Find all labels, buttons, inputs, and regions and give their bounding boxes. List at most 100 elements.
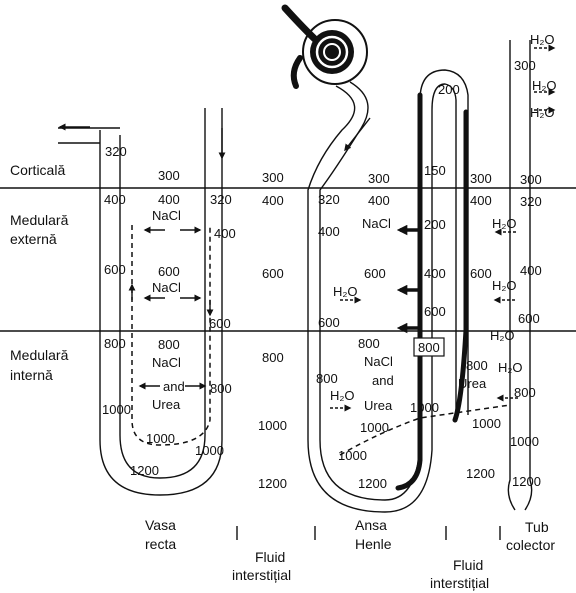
water-label: H₂O (490, 328, 515, 343)
water-label: H₂O (530, 105, 555, 120)
water-label: H₂O (333, 284, 358, 299)
value-label: 400 (262, 193, 284, 208)
solute-label: NaCl (364, 354, 393, 369)
value-label: 320 (318, 192, 340, 207)
value-label: 800 (466, 358, 488, 373)
solute-label: NaCl (152, 280, 181, 295)
value-label: 400 (158, 192, 180, 207)
value-label: 400 (520, 263, 542, 278)
inner-medulla-label-1: Medulară (10, 347, 69, 363)
bottom-labels: Vasa recta Fluid interstițial Ansa Henle… (145, 517, 555, 591)
value-label: 1000 (102, 402, 131, 417)
outer-medulla-label-2: externă (10, 231, 57, 247)
value-label: 800 (262, 350, 284, 365)
value-label: 200 (438, 82, 460, 97)
value-label: 400 (470, 193, 492, 208)
value-label: 600 (104, 262, 126, 277)
value-label: 1200 (130, 463, 159, 478)
vasa-recta-label: recta (145, 536, 176, 552)
cortex-label: Corticală (10, 162, 65, 178)
value-label: 600 (518, 311, 540, 326)
vasa-recta: 320 300 400 400 320 NaCl 400 600 600 NaC… (58, 108, 236, 495)
value-label: 320 (520, 194, 542, 209)
value-label: 300 (368, 171, 390, 186)
value-label: 300 (520, 172, 542, 187)
interstitial-fluid-label: Fluid (453, 557, 483, 573)
value-label: 600 (424, 304, 446, 319)
value-label: 1200 (466, 466, 495, 481)
loop-of-henle-label: Ansa (355, 517, 387, 533)
value-label: 600 (209, 316, 231, 331)
water-label: H₂O (532, 78, 557, 93)
vasa-recta-label: Vasa (145, 517, 176, 533)
zone-labels: Corticală Medulară externă Medulară inte… (10, 162, 69, 383)
interstitial-fluid-label: interstițial (430, 575, 489, 591)
solute-label: Urea (152, 397, 181, 412)
value-label: 1000 (146, 431, 175, 446)
value-label: 400 (368, 193, 390, 208)
value-label: 320 (210, 192, 232, 207)
efferent-arteriole (294, 58, 300, 86)
value-label: 800 (358, 336, 380, 351)
vasa-recta-dashed-flow (132, 225, 210, 445)
value-label: 1000 (510, 434, 539, 449)
value-label: 1200 (358, 476, 387, 491)
afferent-arteriole (285, 8, 318, 42)
value-label: 300 (262, 170, 284, 185)
loop-inner-wall (308, 84, 456, 512)
inner-medulla-label-2: internă (10, 367, 53, 383)
value-label: 600 (158, 264, 180, 279)
value-label: 600 (364, 266, 386, 281)
solute-label: NaCl (152, 355, 181, 370)
value-label: 1000 (360, 420, 389, 435)
value-label: 800 (316, 371, 338, 386)
solute-label: and (163, 379, 185, 394)
value-label: 200 (424, 217, 446, 232)
water-label: H₂O (530, 32, 555, 47)
solute-label: Urea (458, 376, 487, 391)
collecting-duct-label: Tub (525, 519, 549, 535)
value-label: 600 (318, 315, 340, 330)
value-label: 800 (210, 381, 232, 396)
value-label: 1000 (195, 443, 224, 458)
value-label: 800 (158, 337, 180, 352)
interstitial-fluid-label: Fluid (255, 549, 285, 565)
value-label: 400 (318, 224, 340, 239)
interstitial-fluid-label: interstițial (232, 567, 291, 583)
value-label: 400 (104, 192, 126, 207)
loop-of-henle-label: Henle (355, 536, 392, 552)
solute-label: NaCl (362, 216, 391, 231)
value-label: 1000 (472, 416, 501, 431)
loop-of-henle: 320 300 400 400 NaCl 200 150 200 H₂O 600… (285, 8, 510, 512)
value-label: 300 (470, 171, 492, 186)
value-label: 1200 (512, 474, 541, 489)
value-label: 1000 (410, 400, 439, 415)
value-label: 600 (262, 266, 284, 281)
value-label: 600 (470, 266, 492, 281)
value-label: 800 (418, 340, 440, 355)
value-label: 150 (424, 163, 446, 178)
solute-label: Urea (364, 398, 393, 413)
outer-medulla-label-1: Medulară (10, 212, 69, 228)
solute-label: and (372, 373, 394, 388)
zone-boundaries (0, 188, 576, 331)
value-label: 400 (424, 266, 446, 281)
value-label: 800 (104, 336, 126, 351)
water-label: H₂O (492, 216, 517, 231)
collecting-duct: H₂O 300 H₂O H₂O 300 320 H₂O 400 H₂O 600 … (490, 32, 557, 510)
solute-label: NaCl (152, 208, 181, 223)
value-label: 1000 (258, 418, 287, 433)
glomerulus (285, 8, 367, 86)
value-label: 1200 (258, 476, 287, 491)
water-label: H₂O (330, 388, 355, 403)
value-label: 800 (514, 385, 536, 400)
water-label: H₂O (498, 360, 523, 375)
value-label: 300 (514, 58, 536, 73)
collecting-duct-label: colector (506, 537, 555, 553)
value-label: 320 (105, 144, 127, 159)
value-label: 400 (214, 226, 236, 241)
value-label: 300 (158, 168, 180, 183)
value-label: 1000 (338, 448, 367, 463)
water-label: H₂O (492, 278, 517, 293)
